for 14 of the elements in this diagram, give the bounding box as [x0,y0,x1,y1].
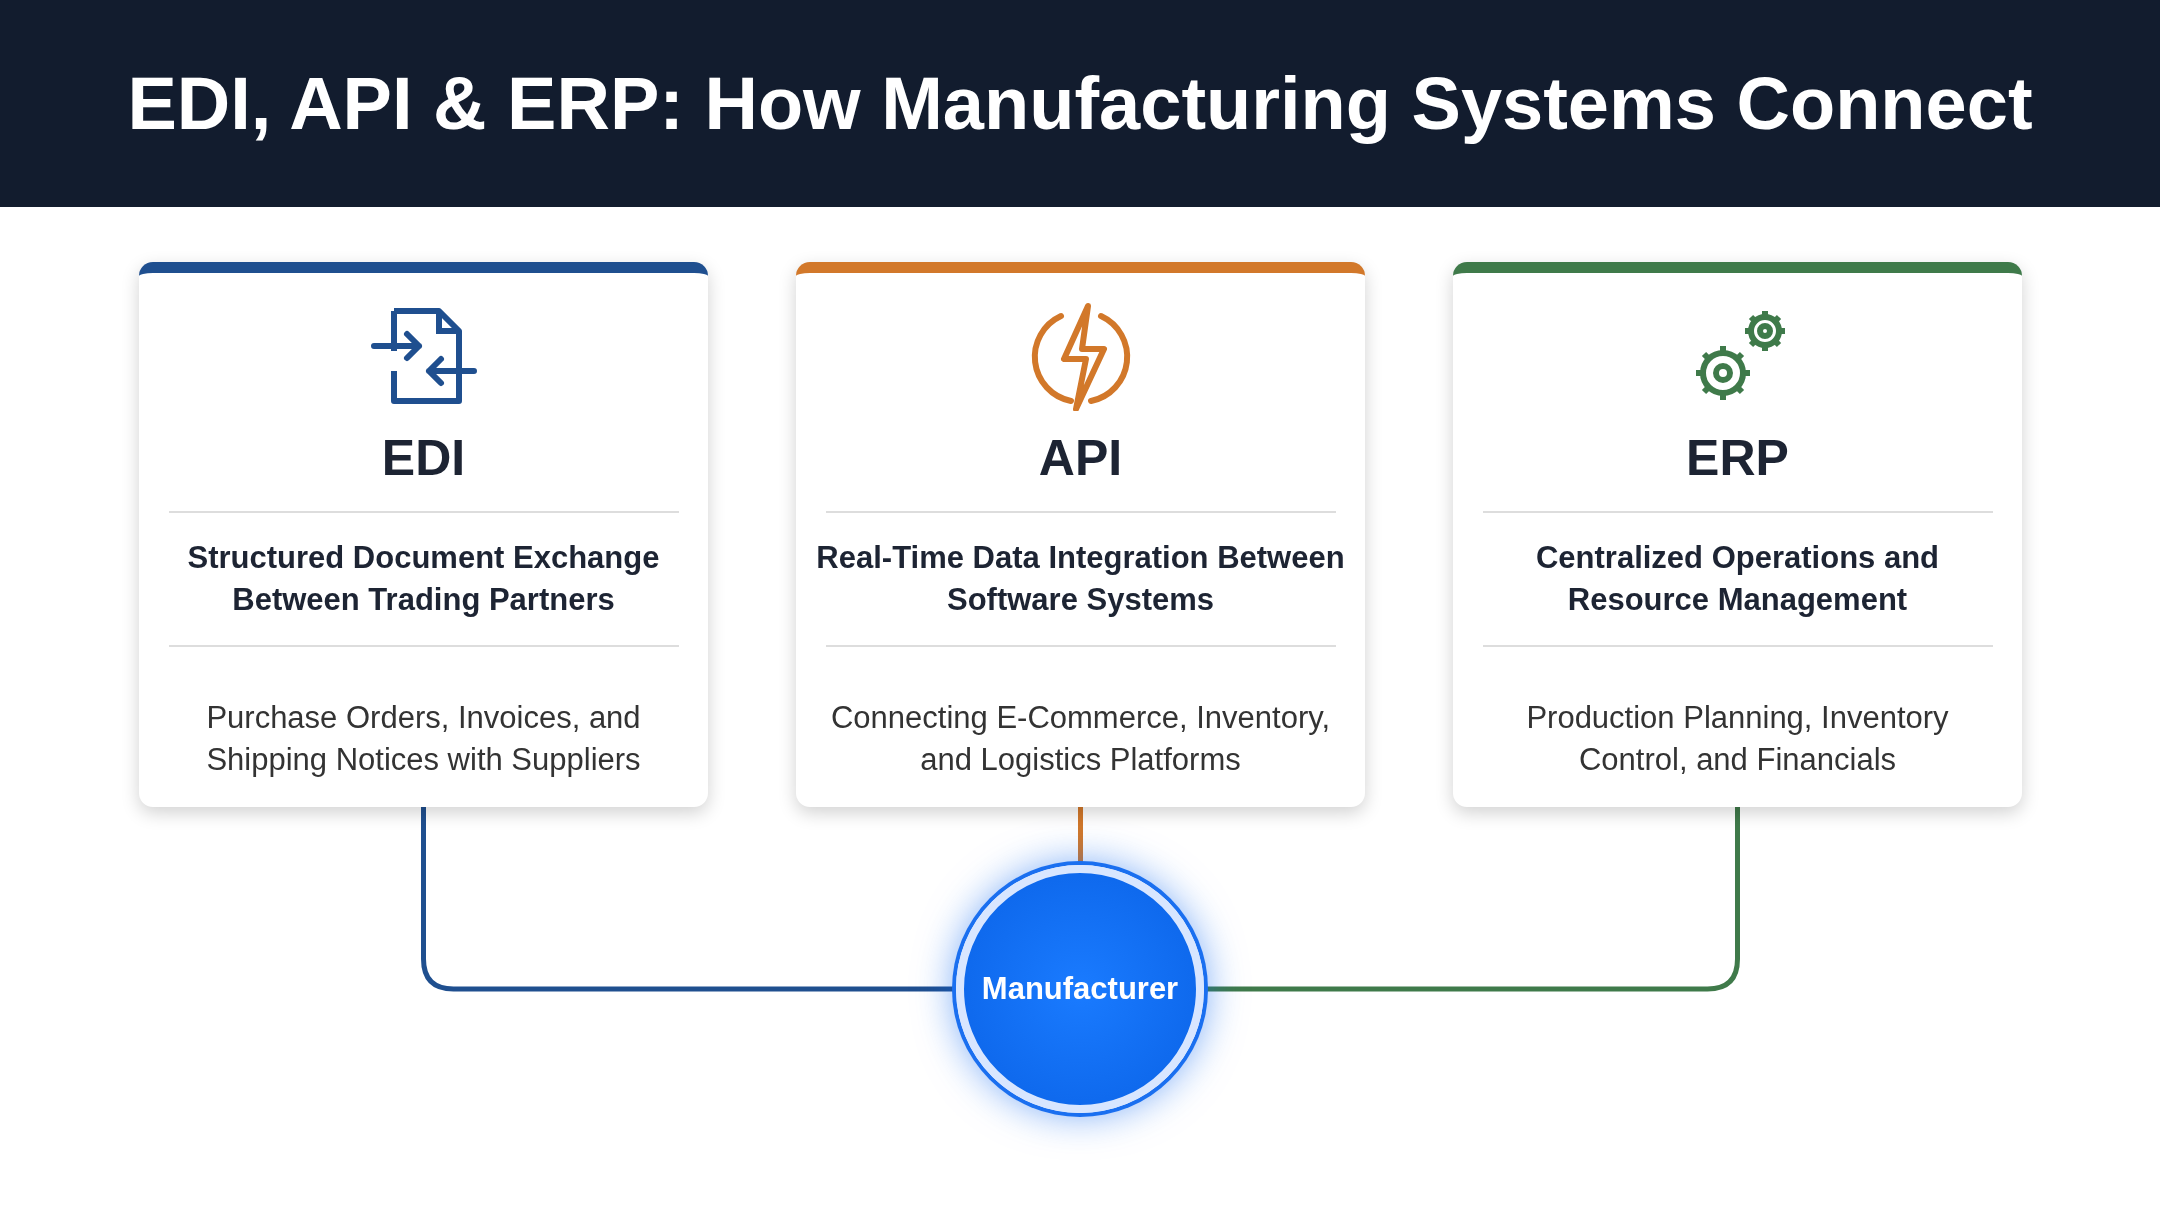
card [796,262,1365,807]
card-title: API [1038,429,1123,487]
card-description: Production Planning, Inventory Control, and Financials [1525,698,1950,779]
title: EDI, API & ERP: How Manufacturing Systems Connect [126,61,2034,147]
card-subtitle: Centralized Operations and Resource Management [1534,539,1941,619]
card [1453,262,2022,807]
card-title: ERP [1686,429,1789,487]
card-subtitle: Structured Document Exchange Between Trading Partners [186,539,661,619]
card-title: EDI [381,429,466,487]
card-description: Purchase Orders, Invoices, and Shipping Notices with Suppliers [205,698,642,779]
card-subtitle: Real-Time Data Integration Between Software Systems [815,539,1346,619]
node-label: Manufacturer [981,971,1179,1007]
card [139,262,708,807]
card-description: Connecting E-Commerce, Inventory, and Logistics Platforms [829,698,1332,779]
